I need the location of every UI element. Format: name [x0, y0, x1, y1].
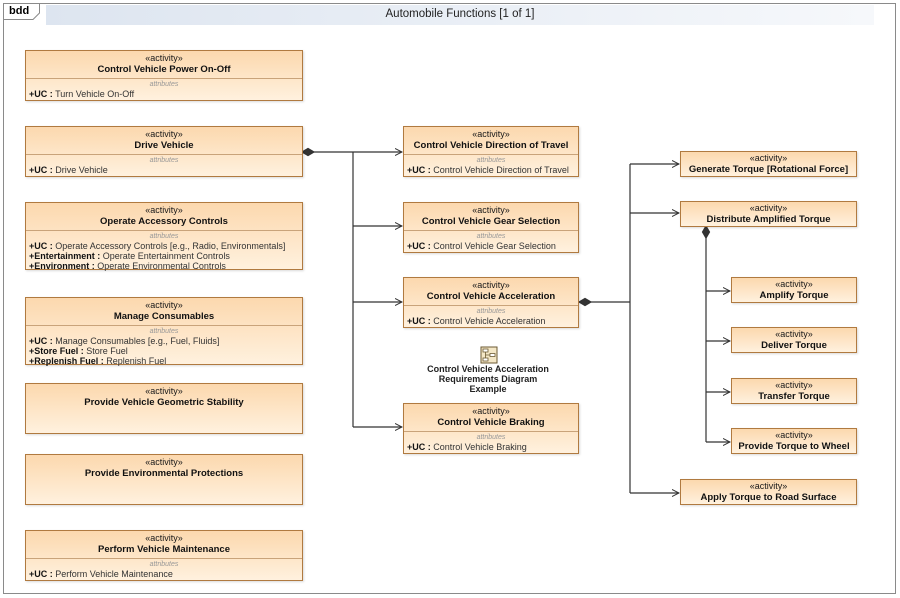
stereotype-label: «activity»	[749, 153, 788, 163]
attribute-row: +UC : Control Vehicle Gear Selection	[407, 241, 556, 251]
attribute-row: +UC : Perform Vehicle Maintenance	[29, 569, 173, 579]
diagram-link-label[interactable]: Control Vehicle Acceleration Requirement…	[418, 364, 558, 394]
title-bar	[46, 5, 874, 25]
block-name: Amplify Torque	[759, 290, 829, 301]
attributes-section-label: attributes	[149, 81, 179, 88]
block-control-vehicle-gear[interactable]: «activity»Control Vehicle Gear Selection…	[403, 202, 579, 253]
attribute-row: +Entertainment : Operate Entertainment C…	[29, 251, 230, 261]
block-transfer-torque[interactable]: «activity»Transfer Torque	[731, 378, 857, 404]
attributes-section-label: attributes	[149, 157, 179, 164]
attribute-row: +UC : Turn Vehicle On-Off	[29, 89, 135, 99]
stereotype-label: «activity»	[472, 205, 510, 215]
diagram-icon[interactable]	[480, 346, 498, 364]
stereotype-label: «activity»	[472, 406, 510, 416]
attributes-section-label: attributes	[149, 233, 179, 240]
stereotype-label: «activity»	[775, 329, 813, 339]
attribute-row: +Replenish Fuel : Replenish Fuel	[29, 356, 167, 366]
attribute-row: +UC : Control Vehicle Acceleration	[407, 316, 546, 326]
block-name: Control Vehicle Power On-Off	[97, 64, 231, 75]
block-perform-vehicle-maintenance[interactable]: «activity»Perform Vehicle Maintenance at…	[25, 530, 303, 581]
attribute-row: +UC : Operate Accessory Controls [e.g., …	[29, 241, 286, 251]
block-name: Distribute Amplified Torque	[706, 214, 831, 225]
stereotype-label: «activity»	[145, 300, 183, 310]
stereotype-label: «activity»	[145, 533, 183, 543]
stereotype-label: «activity»	[145, 129, 183, 139]
block-control-vehicle-acceleration[interactable]: «activity»Control Vehicle Acceleration a…	[403, 277, 579, 328]
block-name: Operate Accessory Controls	[100, 216, 228, 227]
block-name: Generate Torque [Rotational Force]	[688, 164, 849, 175]
block-provide-torque-to-wheel[interactable]: «activity»Provide Torque to Wheel	[731, 428, 857, 454]
diagram-link-line: Example	[469, 384, 507, 394]
attributes-section-label: attributes	[476, 157, 506, 164]
attributes-section-label: attributes	[149, 561, 179, 568]
attribute-row: +Environment : Operate Environmental Con…	[29, 261, 226, 271]
stereotype-label: «activity»	[749, 203, 788, 213]
diagram-title: Automobile Functions [1 of 1]	[385, 8, 535, 20]
attributes-section-label: attributes	[476, 233, 506, 240]
block-name: Apply Torque to Road Surface	[700, 492, 837, 503]
block-name: Control Vehicle Direction of Travel	[413, 140, 569, 151]
stereotype-label: «activity»	[775, 430, 813, 440]
diagram-link-line: Control Vehicle Acceleration	[427, 364, 549, 374]
composition-diamond-dist	[701, 224, 711, 240]
block-name: Control Vehicle Gear Selection	[421, 216, 561, 227]
stereotype-label: «activity»	[145, 457, 183, 467]
block-amplify-torque[interactable]: «activity»Amplify Torque	[731, 277, 857, 303]
block-deliver-torque[interactable]: «activity»Deliver Torque	[731, 327, 857, 353]
stereotype-label: «activity»	[145, 205, 183, 215]
stereotype-label: «activity»	[775, 279, 813, 289]
attributes-section-label: attributes	[476, 308, 506, 315]
composition-diamond-accel	[577, 297, 593, 307]
stereotype-label: «activity»	[775, 380, 813, 390]
attribute-row: +UC : Control Vehicle Braking	[407, 442, 527, 452]
frame-kind-label: bdd	[9, 5, 30, 17]
attributes-section-label: attributes	[149, 328, 179, 335]
stereotype-label: «activity»	[145, 53, 183, 63]
stereotype-label: «activity»	[145, 386, 183, 396]
attribute-row: +UC : Drive Vehicle	[29, 165, 108, 175]
block-name: Control Vehicle Acceleration	[426, 291, 556, 302]
block-control-vehicle-braking[interactable]: «activity»Control Vehicle Braking attrib…	[403, 403, 579, 454]
block-name: Deliver Torque	[761, 340, 827, 351]
block-environmental-protections[interactable]: «activity»Provide Environmental Protecti…	[25, 454, 303, 505]
block-name: Provide Torque to Wheel	[738, 441, 850, 452]
attribute-row: +Store Fuel : Store Fuel	[29, 346, 128, 356]
block-name: Perform Vehicle Maintenance	[98, 544, 230, 555]
block-control-vehicle-power[interactable]: «activity»Control Vehicle Power On-Off a…	[25, 50, 303, 101]
block-name: Provide Vehicle Geometric Stability	[84, 397, 244, 408]
block-control-vehicle-direction[interactable]: «activity»Control Vehicle Direction of T…	[403, 126, 579, 177]
block-operate-accessory-controls[interactable]: «activity»Operate Accessory Controls att…	[25, 202, 303, 271]
diagram-link-line: Requirements Diagram	[438, 374, 538, 384]
attribute-row: +UC : Manage Consumables [e.g., Fuel, Fl…	[29, 336, 220, 346]
block-vehicle-geometric-stability[interactable]: «activity»Provide Vehicle Geometric Stab…	[25, 383, 303, 434]
block-name: Provide Environmental Protections	[84, 468, 244, 479]
stereotype-label: «activity»	[749, 481, 788, 491]
block-manage-consumables[interactable]: «activity»Manage Consumables attributes …	[25, 297, 303, 366]
block-name: Transfer Torque	[758, 391, 830, 402]
block-distribute-amplified-torque[interactable]: «activity»Distribute Amplified Torque	[680, 201, 857, 227]
attributes-section-label: attributes	[476, 434, 506, 441]
block-generate-torque[interactable]: «activity»Generate Torque [Rotational Fo…	[680, 151, 857, 177]
attribute-row: +UC : Control Vehicle Direction of Trave…	[407, 165, 569, 175]
frame-tab	[3, 3, 40, 20]
block-drive-vehicle[interactable]: «activity»Drive Vehicle attributes +UC :…	[25, 126, 303, 177]
block-apply-torque-to-road[interactable]: «activity»Apply Torque to Road Surface	[680, 479, 857, 505]
block-name: Manage Consumables	[113, 311, 215, 322]
block-name: Control Vehicle Braking	[437, 417, 545, 428]
stereotype-label: «activity»	[472, 129, 510, 139]
composition-diamond-drive	[300, 147, 316, 157]
stereotype-label: «activity»	[472, 280, 510, 290]
block-name: Drive Vehicle	[134, 140, 194, 151]
